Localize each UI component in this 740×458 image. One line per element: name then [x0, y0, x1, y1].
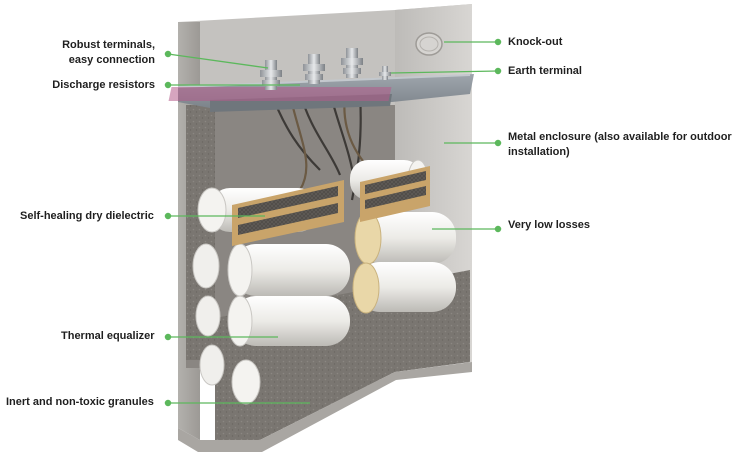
- label-very-low-losses: Very low losses: [508, 219, 590, 231]
- terminal-2: [303, 54, 325, 84]
- label-earth-terminal: Earth terminal: [508, 65, 582, 77]
- callout-knockout: [444, 38, 502, 46]
- label-metal-enclosure: Metal enclosure (also available for outd…: [508, 130, 732, 160]
- earth-terminal: [379, 66, 391, 80]
- knockout: [415, 32, 443, 56]
- label-terminals: Robust terminals, easy connection: [62, 38, 155, 68]
- label-terminals-line1: Robust terminals,: [62, 39, 155, 51]
- lid-plate: [168, 74, 474, 112]
- capacitor-bottom-left: [199, 344, 261, 405]
- discharge-resistor-strip: [168, 87, 392, 101]
- callout-discharge: [164, 81, 300, 89]
- capacitor-mid-right: [354, 211, 456, 265]
- terminal-3: [341, 48, 363, 78]
- resistor-board-left: [232, 180, 344, 246]
- label-enclosure-line2: installation): [508, 146, 570, 158]
- callout-earth: [390, 67, 502, 75]
- callout-thermal: [164, 333, 278, 341]
- callouts: [164, 38, 502, 407]
- enclosure-base: [178, 362, 472, 452]
- capacitor-mid-left: [192, 243, 350, 297]
- capacitor-low-right: [352, 262, 456, 314]
- callout-dielectric: [164, 212, 265, 220]
- resistor-boards: [232, 166, 430, 246]
- callout-terminals: [164, 50, 269, 69]
- label-knockout: Knock-out: [508, 36, 563, 48]
- label-discharge-resistors: Discharge resistors: [52, 79, 155, 91]
- callout-enclosure: [444, 139, 502, 147]
- label-enclosure-line1: Metal enclosure (also available for outd…: [508, 131, 732, 143]
- label-thermal-equalizer: Thermal equalizer: [61, 330, 155, 342]
- resistor-board-right: [360, 166, 430, 222]
- label-dielectric: Self-healing dry dielectric: [20, 210, 154, 222]
- callout-losses: [432, 225, 502, 233]
- capacitor-low-left: [195, 295, 350, 347]
- label-granules: Inert and non-toxic granules: [6, 396, 154, 408]
- callout-granules: [164, 399, 310, 407]
- label-terminals-line2: easy connection: [68, 54, 155, 66]
